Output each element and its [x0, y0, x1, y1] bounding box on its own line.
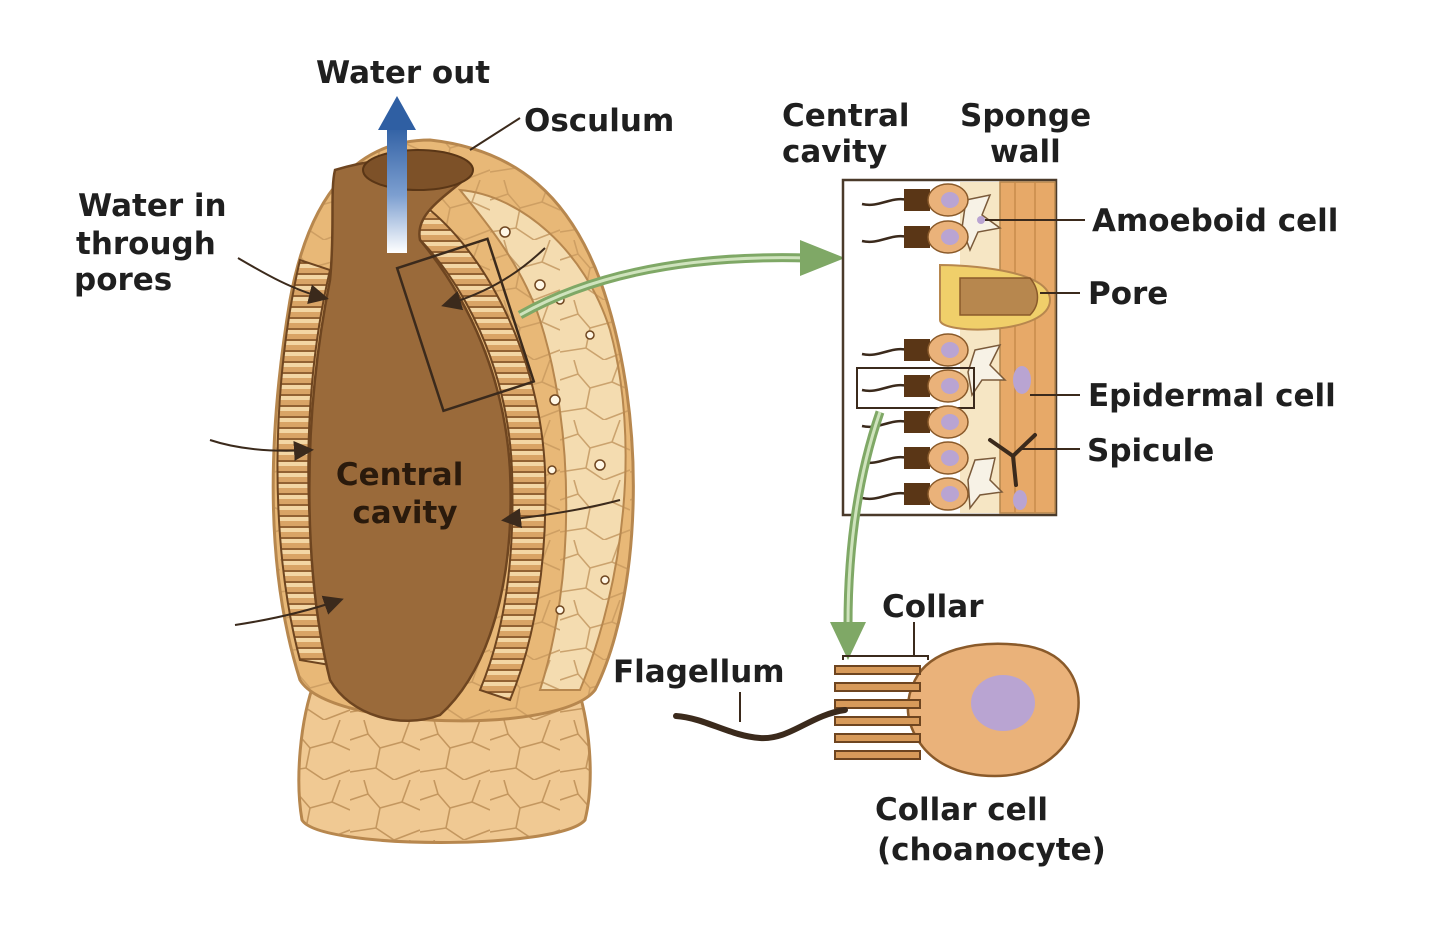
flagellum-shape [673, 707, 848, 742]
choanocyte [861, 220, 969, 254]
collar-microvilli [834, 665, 921, 760]
sponge-body [271, 138, 635, 844]
collar-cell [673, 622, 1080, 778]
label-collar-cell: Collar cell (choanocyte) [875, 792, 1106, 868]
zoom-arrow-to-collar-cell [830, 410, 885, 660]
zoom-arrow-to-wall [517, 240, 845, 319]
label-collar: Collar [882, 589, 984, 625]
label-water-in: Water in through pores [74, 188, 237, 298]
epidermis-layer [999, 181, 1056, 514]
choanocyte [861, 369, 969, 403]
sponge-canals-right [408, 208, 547, 702]
collar-cell-nucleus [971, 675, 1035, 731]
spicule-shape [988, 433, 1037, 487]
inset-leaders [985, 219, 1085, 450]
label-flagellum: Flagellum [613, 654, 785, 690]
collar-bracket [842, 622, 929, 660]
label-amoeboid-cell: Amoeboid cell [1092, 203, 1338, 239]
collar-cell-zoom-box [856, 367, 975, 409]
choanocyte [861, 183, 969, 217]
label-sponge-wall: Sponge wall [960, 98, 1102, 170]
water-out-arrow [378, 96, 416, 253]
osculum-leader [469, 117, 521, 151]
choanocyte [861, 441, 969, 475]
label-osculum: Osculum [524, 103, 674, 139]
label-pore: Pore [1088, 276, 1168, 312]
label-spicule: Spicule [1087, 433, 1214, 469]
choanocyte [861, 477, 969, 511]
water-in-arrows [209, 247, 621, 626]
label-epidermal-cell: Epidermal cell [1088, 378, 1336, 414]
choanocyte [861, 405, 969, 439]
choanocyte-layer [861, 183, 969, 511]
zoom-region-box [395, 237, 536, 413]
choanocyte [861, 333, 969, 367]
label-water-out: Water out [316, 55, 490, 91]
wall-pores [499, 226, 610, 615]
osculum-opening [362, 149, 474, 191]
label-central-cavity-body: Central cavity [336, 457, 474, 531]
label-central-cavity-inset: Central cavity [782, 98, 920, 170]
